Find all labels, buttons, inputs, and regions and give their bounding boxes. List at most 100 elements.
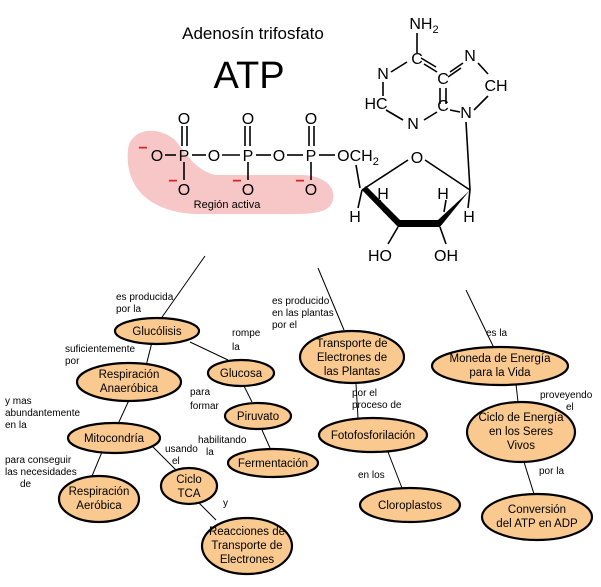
svg-text:Transporte de: Transporte de (211, 540, 282, 552)
oxygen-atom: O (273, 148, 285, 165)
link-es-producida-por-la: es producida por la (116, 292, 174, 315)
link-es-la: es la (486, 328, 508, 339)
oxygen-atom: O (242, 182, 254, 199)
svg-text:del ATP en ADP: del ATP en ADP (496, 518, 578, 530)
nitrogen-atom: N (464, 48, 476, 65)
node-transporte-plantas: Transporte de Electrones de las Plantas (298, 329, 406, 385)
node-conversion-atp-adp: Conversión del ATP en ADP (480, 492, 594, 542)
node-glucosa: Glucosa (206, 358, 276, 388)
oxygen-atom: O (242, 111, 254, 128)
nitrogen-atom: N (377, 66, 389, 83)
svg-text:para: para (190, 387, 210, 398)
link-para-conseguir: para conseguir las necesidades de (5, 455, 77, 490)
svg-text:Respiración: Respiración (99, 369, 160, 381)
nitrogen-atom: N (407, 116, 419, 133)
svg-text:TCA: TCA (178, 488, 201, 500)
svg-text:en los Seres: en los Seres (489, 426, 553, 438)
svg-text:Fotofosforilación: Fotofosforilación (331, 430, 415, 442)
negative-charge: − (138, 140, 147, 157)
svg-text:por el: por el (272, 320, 297, 331)
ch-group: CH (484, 78, 507, 95)
svg-text:es producido: es producido (272, 296, 330, 307)
oxygen-atom: O (411, 150, 423, 167)
svg-text:Reacciones de: Reacciones de (209, 526, 285, 538)
link-usando-el: usando el (165, 444, 198, 467)
svg-text:Glucosa: Glucosa (220, 368, 263, 380)
svg-text:rompe: rompe (232, 328, 261, 339)
svg-text:de: de (20, 479, 32, 490)
svg-text:Anaeróbica: Anaeróbica (100, 383, 159, 395)
svg-text:Moneda de Energía: Moneda de Energía (449, 353, 551, 365)
hydrogen-atom: H (463, 209, 475, 226)
carbon-atom: C (411, 51, 423, 68)
negative-charge: − (168, 173, 177, 190)
negative-charge: − (295, 173, 304, 190)
link-por-el-proceso: por el proceso de (352, 388, 402, 411)
link-es-producido-plantas: es producido en las plantas por el (272, 296, 334, 331)
svg-text:para la Vida: para la Vida (469, 367, 531, 379)
svg-text:Mitocondría: Mitocondría (84, 433, 145, 445)
phosphate-atoms: O O O − O P O P O P OCH2 − O − O − O (138, 111, 379, 199)
link-por-la: por la (539, 466, 564, 477)
phosphorus-atom: P (243, 148, 254, 165)
oxygen-atom: O (178, 111, 190, 128)
svg-text:la: la (206, 447, 214, 458)
phosphate-bonds (165, 126, 335, 180)
oh-group: OH (434, 248, 458, 265)
svg-text:Respiración: Respiración (69, 486, 130, 498)
svg-text:suficientemente: suficientemente (65, 344, 135, 355)
link-habilitando-la: habilitando la (198, 435, 247, 458)
svg-text:Fermentación: Fermentación (238, 458, 308, 470)
diagram-title: Adenosín trifosfato (182, 24, 324, 43)
phosphorus-atom: P (179, 148, 190, 165)
oxygen-atom: O (151, 148, 163, 165)
carbon-atom: C (437, 98, 449, 115)
svg-text:Piruvato: Piruvato (237, 411, 279, 423)
svg-text:Vivos: Vivos (507, 440, 535, 452)
link-proveyendo-el: proveyendo el (540, 390, 593, 413)
hydrogen-atom: H (437, 186, 449, 203)
svg-text:las necesidades: las necesidades (5, 467, 77, 478)
oxygen-atom: O (208, 148, 220, 165)
svg-text:proveyendo: proveyendo (540, 390, 593, 401)
svg-text:usando: usando (165, 444, 198, 455)
svg-text:habilitando: habilitando (198, 435, 247, 446)
svg-text:proceso de: proceso de (352, 400, 402, 411)
nitrogen-atom: N (460, 105, 472, 122)
node-moneda-energia: Moneda de Energía para la Vida (430, 345, 570, 387)
negative-charge: − (232, 173, 241, 190)
svg-text:en la: en la (5, 420, 27, 431)
svg-text:Glucólisis: Glucólisis (132, 326, 181, 338)
svg-text:y mas: y mas (5, 396, 32, 407)
node-respiracion-aerobica: Respiración Aeróbica (57, 474, 141, 524)
link-suficientemente-por: suficientemente por (65, 344, 135, 367)
node-cloroplastos: Cloroplastos (358, 486, 462, 524)
svg-text:Cloroplastos: Cloroplastos (378, 500, 442, 512)
svg-text:para conseguir: para conseguir (5, 455, 72, 466)
node-reacciones-transporte: Reacciones de Transporte de Electrones (200, 516, 294, 576)
svg-text:Ciclo: Ciclo (176, 474, 202, 486)
hydrogen-atom: H (377, 186, 389, 203)
ribose-ring: O H H H H HO OH (349, 121, 475, 265)
active-region-highlight (127, 130, 334, 215)
nh2-group: NH2 (409, 16, 438, 36)
oxygen-atom: O (178, 182, 190, 199)
oxygen-atom: O (305, 111, 317, 128)
node-respiracion-anaerobica: Respiración Anaeróbica (75, 361, 183, 403)
ho-group: HO (368, 248, 392, 265)
svg-text:las Plantas: las Plantas (324, 366, 381, 378)
adenine-base: NH2 C N C N HC C CH N N (364, 16, 507, 133)
hc-group: HC (364, 96, 387, 113)
svg-text:Ciclo de Energía: Ciclo de Energía (478, 412, 564, 424)
node-fotofosforilacion: Fotofosforilación (317, 416, 429, 454)
svg-text:Transporte de: Transporte de (316, 338, 387, 350)
oxygen-atom: O (305, 182, 317, 199)
svg-text:el: el (172, 456, 180, 467)
concept-map-edges (91, 255, 535, 521)
node-ciclo-tca: Ciclo TCA (159, 466, 219, 506)
hydrogen-atom: H (349, 209, 361, 226)
svg-text:por: por (65, 356, 80, 367)
svg-text:en las plantas: en las plantas (272, 308, 334, 319)
